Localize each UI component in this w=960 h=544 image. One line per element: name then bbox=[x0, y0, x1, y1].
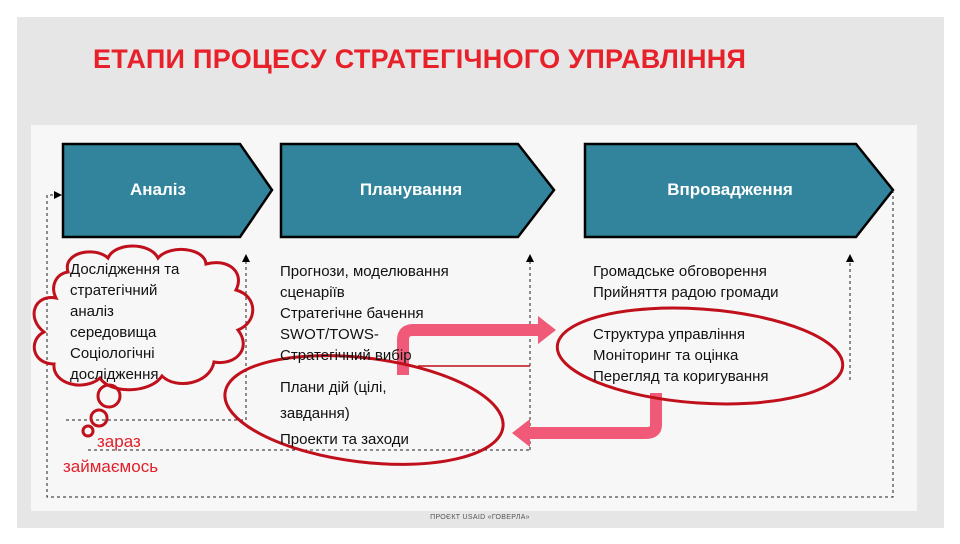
planning-line: завдання) bbox=[280, 405, 350, 422]
planning-line: SWOT/TOWS- bbox=[280, 326, 379, 343]
feedback-lines bbox=[46, 190, 894, 498]
pink-arrow-right-head bbox=[538, 316, 556, 344]
planning-line: Прогнози, моделювання bbox=[280, 263, 449, 280]
implementation-line: Прийняття радою громади bbox=[593, 284, 779, 301]
thought-cloud bbox=[32, 244, 255, 438]
stage-label-analysis: Аналіз bbox=[130, 180, 186, 199]
planning-line: сценаріїв bbox=[280, 284, 345, 301]
cloud-caption-line1: зараз bbox=[97, 432, 141, 451]
stage-shape-analysis bbox=[61, 142, 274, 239]
planning-line: Стратегічне бачення bbox=[280, 305, 424, 322]
stage-label-implementation: Впровадження bbox=[667, 180, 793, 199]
planning-line: Стратегічний вибір bbox=[280, 347, 412, 364]
analysis-line: Дослідження та bbox=[70, 261, 180, 278]
implementation-text-top: Громадське обговорення Прийняття радою г… bbox=[593, 261, 778, 303]
analysis-text: Дослідження та стратегічний аналіз серед… bbox=[70, 259, 179, 385]
analysis-line: дослідження bbox=[70, 366, 159, 383]
implementation-text-bottom: Структура управління Моніторинг та оцінк… bbox=[593, 324, 769, 387]
ellipse-planning bbox=[223, 354, 505, 466]
footer-project-name: ПРОЄКТ USAID «ГОВЕРЛА» bbox=[430, 514, 530, 521]
analysis-line: середовища bbox=[70, 324, 157, 341]
analysis-line: стратегічний bbox=[70, 282, 158, 299]
pink-arrow-left-head bbox=[512, 419, 530, 447]
implementation-line: Перегляд та коригування bbox=[593, 368, 769, 385]
pink-arrow-left bbox=[528, 393, 662, 439]
implementation-line: Структура управління bbox=[593, 326, 746, 343]
slide-title: ЕТАПИ ПРОЦЕСУ СТРАТЕГІЧНОГО УПРАВЛІННЯ bbox=[93, 44, 747, 74]
planning-text-top: Прогнози, моделювання сценаріїв Стратегі… bbox=[280, 261, 449, 366]
analysis-line: аналіз bbox=[70, 303, 114, 320]
pink-arrow-right bbox=[397, 324, 540, 375]
cloud-caption-line2: займаємось bbox=[63, 457, 159, 476]
stage-label-planning: Планування bbox=[359, 180, 463, 199]
planning-line: Проекти та заходи bbox=[280, 431, 409, 448]
implementation-line: Громадське обговорення bbox=[593, 263, 767, 280]
planning-text-bottom: Плани дій (цілі, завдання) Проекти та за… bbox=[280, 375, 409, 453]
implementation-line: Моніторинг та оцінка bbox=[593, 347, 739, 364]
planning-line: Плани дій (цілі, bbox=[280, 379, 387, 396]
stage-shape-planning bbox=[279, 142, 556, 239]
ellipse-implementation bbox=[555, 306, 845, 406]
analysis-line: Соціологічні bbox=[70, 345, 155, 362]
stage-shape-implementation bbox=[583, 142, 895, 239]
